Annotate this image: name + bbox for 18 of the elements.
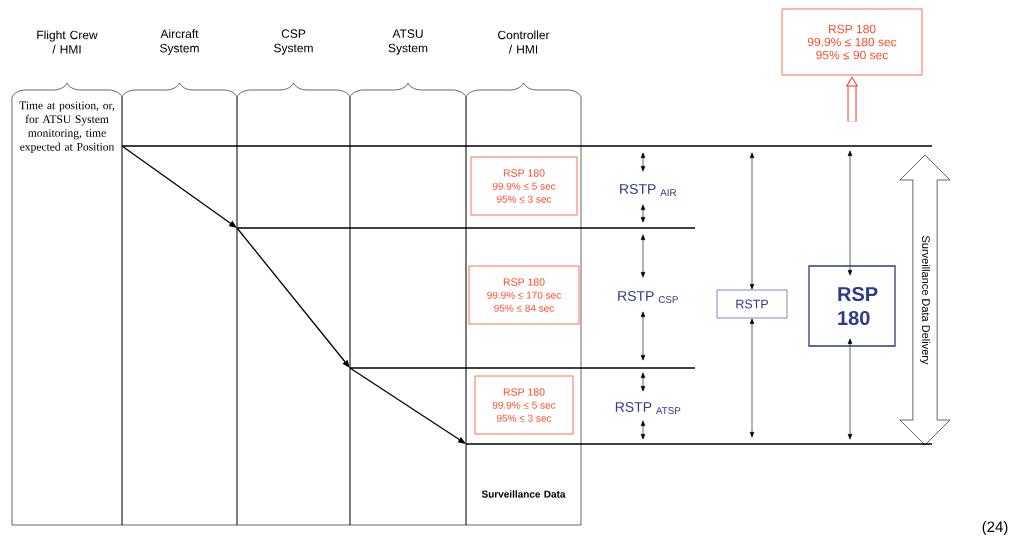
block-arrow (846, 76, 858, 122)
lane-heading: ATSU System (388, 29, 428, 55)
lane-heading: Controller / HMI (498, 30, 550, 54)
equation-number: (24) (982, 521, 1008, 535)
requirement-box: RSP 180 99.9% ≤ 170 sec 95% ≤ 84 sec (468, 265, 580, 325)
lane-heading: Flight Crew / HMI (37, 30, 98, 54)
lane-note: Time at position, or, for ATSU System monitoring, time expected at Position (19, 101, 115, 153)
rstp-box: RSTP (716, 289, 788, 319)
lane-heading: Aircraft System (160, 29, 199, 55)
interval-label: RSTP $_{CSP}$ (618, 291, 678, 303)
lane-note: Surveillance Data (481, 490, 566, 498)
rsp-box: RSP 180 (808, 265, 896, 347)
requirement-box: RSP 180 99.9% ≤ 5 sec 95% ≤ 3 sec (474, 375, 574, 435)
interval-label: RSTP $_{ATSP}$ (615, 402, 681, 414)
requirement-box: RSP 180 99.9% ≤ 5 sec 95% ≤ 3 sec (470, 156, 578, 216)
lane-heading: CSP System (274, 29, 313, 55)
requirement-box: RSP 180 99.9% ≤ 180 sec 95% ≤ 90 sec (781, 8, 923, 76)
interval-label: RSTP $_{AIR}$ (620, 184, 677, 196)
